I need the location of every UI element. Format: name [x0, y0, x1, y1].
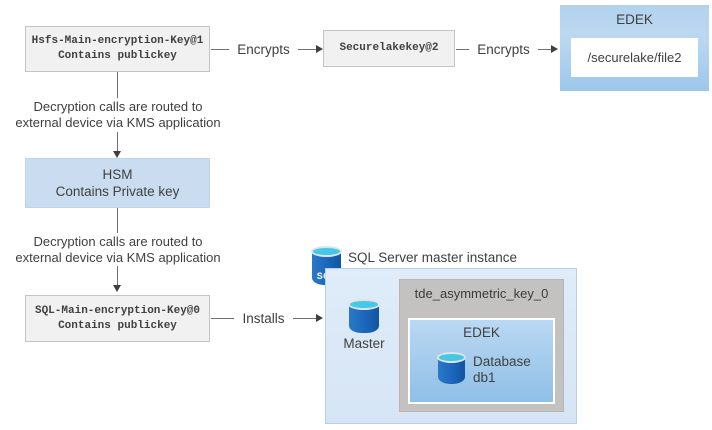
securelake-key-node: Securelakekey@2 — [323, 30, 455, 67]
hsm-subtitle: Contains Private key — [55, 184, 180, 199]
cylinder-top — [348, 299, 380, 310]
arrowhead-right-icon — [316, 45, 323, 53]
decryption-note-1-line2: external device via KMS application — [15, 114, 221, 130]
decryption-note-2: Decryption calls are routed to external … — [0, 234, 236, 265]
database-db1-icon — [437, 352, 466, 384]
sql-key-name: SQL-Main-encryption-Key@0 — [34, 304, 201, 317]
hdfs-key-node: Hsfs-Main-encryption-Key@1 Contains publ… — [25, 26, 210, 72]
hdfs-key-subtitle: Contains publickey — [58, 50, 177, 62]
edek-title: EDEK — [463, 325, 500, 340]
connector-line-2 — [117, 208, 118, 233]
connector-line-1 — [117, 72, 118, 98]
arrow-line — [537, 48, 551, 50]
securelake-key-label: Securelakekey@2 — [339, 42, 439, 54]
encrypts-label-2: Encrypts — [477, 41, 530, 57]
sql-key-node: SQL-Main-encryption-Key@0 Contains publi… — [25, 295, 210, 342]
sql-key-subtitle: Contains publickey — [58, 319, 177, 332]
installs-arrow: Installs — [211, 309, 323, 327]
arrowhead-down-icon — [113, 151, 121, 158]
encrypts-label-1: Encrypts — [237, 41, 290, 57]
arrowhead-right-icon — [316, 314, 323, 322]
arrow-line — [297, 48, 316, 50]
master-label: Master — [343, 336, 385, 351]
tde-key-title: tde_asymmetric_key_0 — [414, 286, 549, 301]
down-arrow-1-line — [117, 132, 118, 151]
arrowhead-right-icon — [551, 45, 558, 53]
arrow-line — [456, 48, 470, 50]
file-path-text: /securelake/file2 — [587, 50, 682, 65]
installs-label: Installs — [242, 310, 285, 326]
sql-master-instance-label: SQL Server master instance — [348, 250, 518, 265]
decryption-note-2-line1: Decryption calls are routed to — [33, 234, 203, 249]
securelake-file-path: /securelake/file2 — [571, 38, 698, 77]
arrow-line — [211, 317, 235, 319]
cylinder-top — [311, 246, 342, 257]
database-label-line2: db1 — [473, 370, 496, 385]
down-arrow-2-line — [117, 266, 118, 285]
database-db1-label: Database db1 — [473, 354, 531, 386]
database-label-line1: Database — [473, 354, 531, 369]
edek-file-node: EDEK /securelake/file2 — [560, 5, 709, 91]
master-db-icon — [348, 299, 380, 333]
encrypts-arrow-1: Encrypts — [211, 40, 323, 58]
decryption-note-1: Decryption calls are routed to external … — [0, 99, 236, 130]
hsm-title: HSM — [102, 167, 133, 182]
encrypts-arrow-2: Encrypts — [456, 40, 558, 58]
decryption-note-1-line1: Decryption calls are routed to — [33, 99, 203, 114]
hsm-node: HSM Contains Private key — [25, 158, 210, 208]
arrow-line — [211, 48, 230, 50]
edek-container: EDEK — [408, 318, 555, 404]
cylinder-top — [437, 352, 466, 363]
decryption-note-2-line2: external device via KMS application — [15, 249, 221, 265]
arrowhead-down-icon — [113, 285, 121, 292]
edek-file-title: EDEK — [616, 12, 653, 27]
hdfs-key-name: Hsfs-Main-encryption-Key@1 — [31, 35, 204, 47]
arrow-line — [292, 317, 316, 319]
